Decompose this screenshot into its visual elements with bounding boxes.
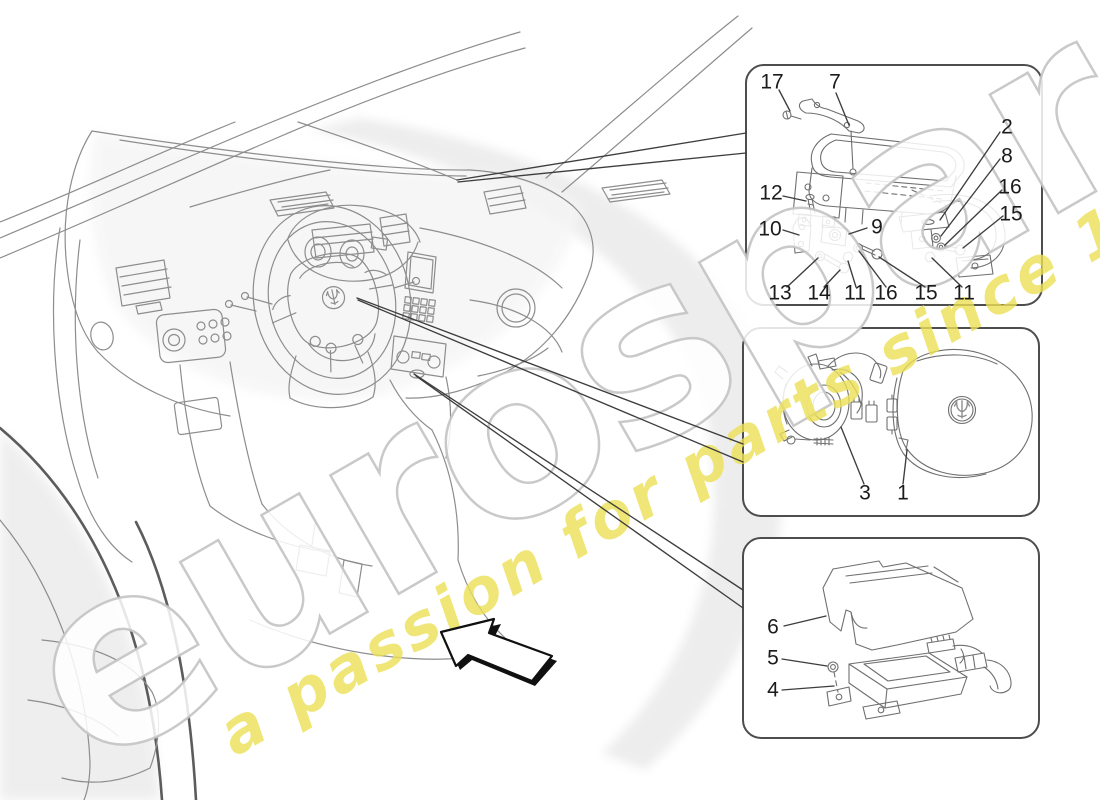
windshield-pillar-lines (0, 15, 753, 259)
detail-box-driver-airbag (742, 327, 1040, 517)
callout-1: 1 (897, 481, 909, 505)
callout-15b: 15 (914, 281, 938, 305)
instrument-cluster (287, 204, 421, 282)
callout-13: 13 (768, 281, 792, 305)
callout-16b: 16 (874, 281, 898, 305)
callout-6: 6 (767, 615, 779, 639)
callout-7: 7 (829, 70, 841, 94)
center-stack (389, 251, 521, 651)
callout-11: 11 (844, 281, 866, 305)
callout-11b: 11 (953, 281, 975, 305)
detail-box-passenger-airbag (745, 64, 1043, 306)
callout-14: 14 (807, 281, 831, 305)
driver-airbag-drawing (886, 349, 1033, 478)
callout-12: 12 (759, 181, 783, 205)
callout-5: 5 (767, 646, 779, 670)
callout-10: 10 (758, 217, 782, 241)
callout-15: 15 (999, 202, 1023, 226)
callout-3: 3 (859, 481, 871, 505)
dashboard-body (52, 130, 671, 563)
callout-17: 17 (760, 70, 784, 94)
passenger-airbag-module-drawing (782, 98, 1006, 278)
callout-9: 9 (871, 215, 883, 239)
steering-column-and-floor (0, 276, 481, 800)
callout-4: 4 (767, 678, 779, 702)
detail-box-airbag-ecu (742, 537, 1040, 739)
airbag-ecu-drawing (822, 560, 1012, 720)
callout-2: 2 (1001, 115, 1013, 139)
callout-16: 16 (998, 175, 1022, 199)
callout-8: 8 (1001, 144, 1013, 168)
clock-spring-drawing (774, 352, 888, 446)
